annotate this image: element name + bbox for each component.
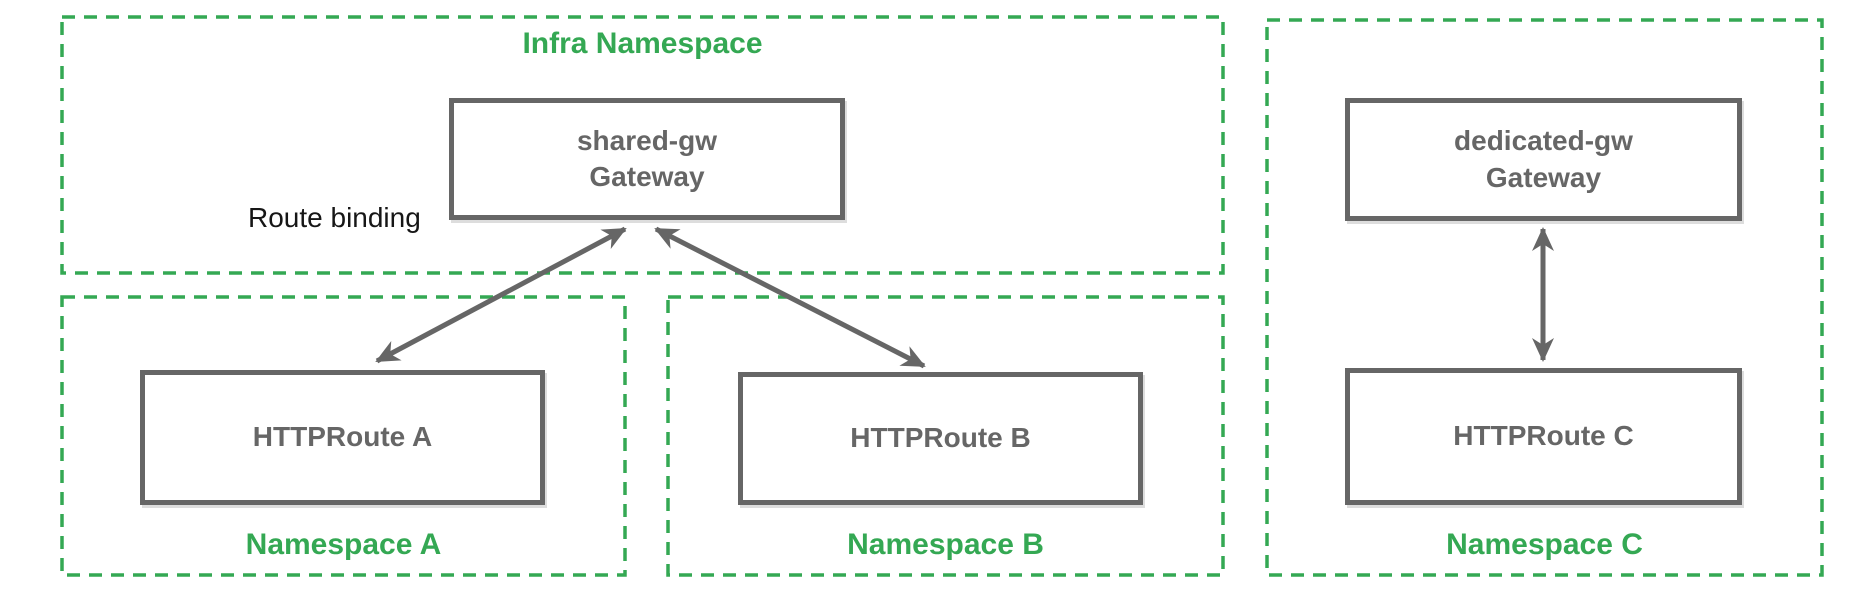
- httproute-b-label: HTTPRoute B: [850, 422, 1031, 454]
- httproute-b-node: HTTPRoute B: [738, 372, 1143, 505]
- shared-gw-gateway-kind: Gateway: [589, 161, 705, 192]
- httproute-a-label: HTTPRoute A: [252, 421, 433, 453]
- dedicated-gw-gateway-kind: Gateway: [1485, 161, 1602, 193]
- arrow-route-b-to-shared-gw: [654, 226, 926, 369]
- infra-namespace-label: Infra Namespace: [522, 27, 763, 60]
- shared-gw-gateway-name: shared-gw: [576, 124, 718, 156]
- shared-gw-gateway-node: shared-gw Gateway: [449, 98, 845, 220]
- dedicated-gw-gateway-node: dedicated-gw Gateway: [1345, 98, 1742, 221]
- httproute-c-label: HTTPRoute C: [1453, 420, 1634, 452]
- httproute-a-node: HTTPRoute A: [140, 370, 545, 505]
- namespace-c-label: Namespace C: [1446, 528, 1643, 561]
- infra-namespace-border: [60, 15, 1225, 275]
- dedicated-gw-gateway-name: dedicated-gw: [1454, 125, 1633, 157]
- namespace-a-label: Namespace A: [245, 528, 442, 561]
- namespace-b-label: Namespace B: [847, 528, 1044, 561]
- httproute-c-node: HTTPRoute C: [1345, 368, 1742, 505]
- arrow-route-a-to-shared-gw: [375, 226, 627, 364]
- namespace-b-border: [666, 295, 1225, 577]
- namespace-c-border: [1265, 18, 1824, 577]
- route-binding-label: Route binding: [248, 202, 421, 233]
- namespace-a-border: [60, 295, 627, 577]
